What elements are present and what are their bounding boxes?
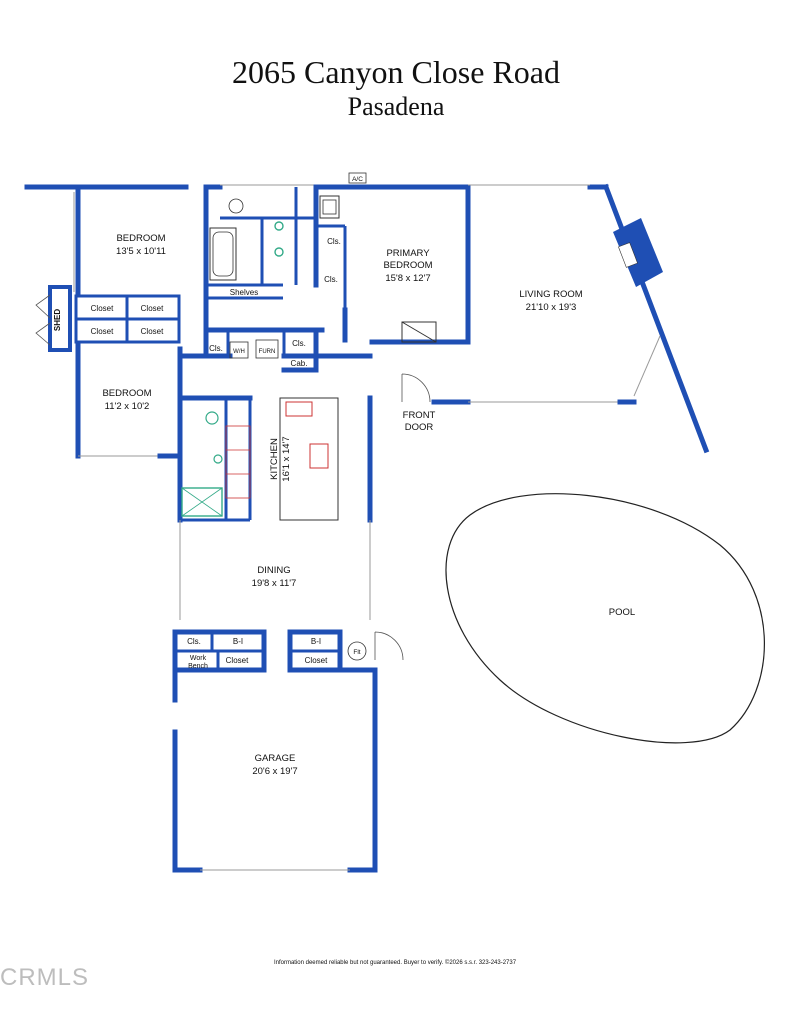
svg-text:FURN: FURN	[259, 349, 276, 355]
svg-text:PRIMARY: PRIMARY	[386, 248, 430, 259]
pool-outline	[445, 493, 765, 744]
svg-text:Shelves: Shelves	[230, 288, 258, 297]
svg-text:BEDROOM: BEDROOM	[116, 233, 165, 244]
svg-text:11'2 x 10'2: 11'2 x 10'2	[105, 401, 150, 412]
svg-text:Cls.: Cls.	[292, 339, 306, 348]
svg-text:Closet: Closet	[226, 656, 249, 665]
svg-text:Closet: Closet	[305, 656, 328, 665]
room-bedroom-2: BEDROOM 11'2 x 10'2	[102, 388, 151, 412]
svg-text:Flt: Flt	[353, 649, 360, 656]
svg-text:KITCHEN: KITCHEN	[269, 438, 280, 480]
svg-text:FRONT: FRONT	[403, 410, 436, 421]
page-subtitle: Pasadena	[348, 92, 445, 121]
svg-text:Closet: Closet	[141, 327, 164, 336]
svg-text:19'8 x 11'7: 19'8 x 11'7	[252, 578, 297, 589]
svg-text:B-I: B-I	[233, 637, 243, 646]
svg-text:Cab.: Cab.	[291, 359, 308, 368]
walls	[24, 183, 710, 873]
svg-text:BEDROOM: BEDROOM	[102, 388, 151, 399]
room-dining: DINING 19'8 x 11'7	[252, 565, 297, 589]
svg-text:Closet: Closet	[91, 327, 114, 336]
svg-text:21'10 x 19'3: 21'10 x 19'3	[526, 302, 577, 313]
svg-text:B-I: B-I	[311, 637, 321, 646]
svg-text:BEDROOM: BEDROOM	[383, 260, 432, 271]
front-door-label: FRONT DOOR	[403, 410, 436, 433]
disclaimer: Information deemed reliable but not guar…	[274, 959, 517, 966]
svg-text:Closet: Closet	[141, 304, 164, 313]
room-shed: SHED	[53, 309, 62, 331]
page-title: 2065 Canyon Close Road	[232, 54, 560, 90]
svg-text:Cls.: Cls.	[209, 344, 223, 353]
svg-text:13'5 x 10'11: 13'5 x 10'11	[116, 246, 166, 257]
small-labels: Closet Closet Closet Closet Shelves Cls.…	[91, 237, 361, 670]
svg-text:DOOR: DOOR	[405, 422, 434, 433]
room-bedroom-1: BEDROOM 13'5 x 10'11	[116, 233, 166, 257]
watermark: CRMLS	[0, 964, 89, 991]
svg-text:Cls.: Cls.	[327, 237, 341, 246]
svg-text:20'6 x 19'7: 20'6 x 19'7	[252, 766, 297, 777]
ac-label: A/C	[352, 176, 363, 183]
svg-text:Closet: Closet	[91, 304, 114, 313]
room-primary-bedroom: PRIMARY BEDROOM 15'8 x 12'7	[383, 248, 432, 284]
room-pool: POOL	[609, 607, 635, 618]
room-garage: GARAGE 20'6 x 19'7	[252, 753, 297, 777]
room-living-room: LIVING ROOM 21'10 x 19'3	[519, 289, 582, 313]
svg-text:DINING: DINING	[257, 565, 290, 576]
svg-text:Cls.: Cls.	[187, 637, 201, 646]
svg-text:15'8 x 12'7: 15'8 x 12'7	[385, 273, 430, 284]
svg-text:LIVING ROOM: LIVING ROOM	[519, 289, 582, 300]
svg-text:Cls.: Cls.	[324, 275, 338, 284]
ac-unit	[348, 172, 367, 184]
svg-text:W/H: W/H	[233, 349, 245, 355]
svg-text:GARAGE: GARAGE	[255, 753, 296, 764]
svg-text:16'1 x 14'7: 16'1 x 14'7	[281, 436, 292, 481]
room-kitchen: KITCHEN 16'1 x 14'7	[269, 436, 292, 481]
svg-text:Bench: Bench	[188, 663, 208, 670]
svg-text:Work: Work	[190, 655, 207, 662]
